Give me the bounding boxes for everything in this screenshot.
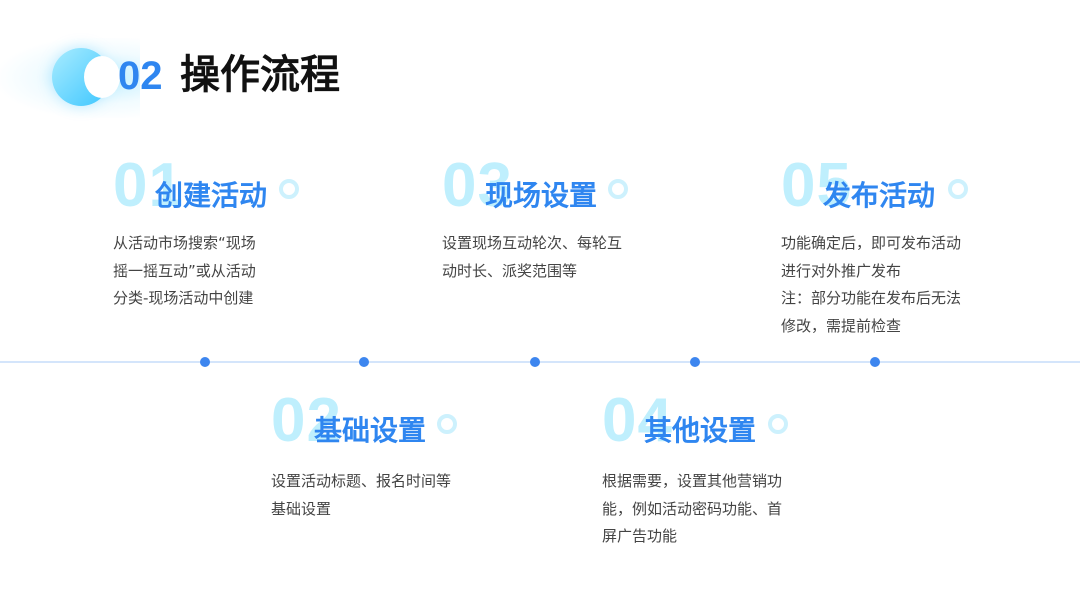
description-line: 摇一摇互动”或从活动	[113, 261, 256, 280]
timeline-dot	[870, 357, 880, 367]
step-description: 功能确定后，即可发布活动 进行对外推广发布 注：部分功能在发布后无法 修改，需提…	[781, 230, 961, 340]
step-number: 01	[113, 151, 184, 220]
ring-icon	[768, 414, 788, 434]
step-title: 发布活动	[823, 179, 936, 212]
step-number: 03	[442, 151, 513, 220]
step-description: 根据需要，设置其他营销功 能，例如活动密码功能、首 屏广告功能	[602, 468, 782, 551]
description-line: 分类-现场活动中创建	[113, 289, 254, 307]
description-line: 进行对外推广发布	[781, 261, 902, 280]
step-description: 设置活动标题、报名时间等 基础设置	[271, 468, 451, 523]
timeline-dot	[200, 357, 210, 367]
description-line: 功能确定后，即可发布活动	[781, 234, 962, 252]
step-title: 现场设置	[485, 179, 598, 212]
ring-icon	[437, 414, 457, 434]
description-line: 注：部分功能在发布后无法	[781, 289, 962, 307]
ring-icon	[279, 179, 299, 199]
step-number: 04	[602, 386, 673, 455]
ring-icon	[608, 179, 628, 199]
ring-icon	[948, 179, 968, 199]
page-title: 操作流程	[180, 52, 340, 98]
description-line: 基础设置	[271, 499, 332, 518]
section-number: 02	[118, 54, 163, 98]
step-number: 05	[781, 151, 852, 220]
crescent-icon	[52, 48, 120, 106]
description-line: 设置现场互动轮次、每轮互	[442, 234, 623, 252]
step-description: 从活动市场搜索“现场 摇一摇互动”或从活动 分类-现场活动中创建	[113, 230, 256, 313]
timeline-dot	[690, 357, 700, 367]
step-title: 创建活动	[155, 179, 268, 212]
timeline-line	[0, 361, 1080, 363]
timeline-dot	[530, 357, 540, 367]
description-line: 屏广告功能	[602, 527, 678, 545]
description-line: 从活动市场搜索“现场	[113, 234, 256, 252]
description-line: 设置活动标题、报名时间等	[271, 472, 452, 490]
step-title: 其他设置	[644, 414, 757, 447]
step-title: 基础设置	[314, 414, 427, 447]
timeline-dot	[359, 357, 369, 367]
description-line: 修改，需提前检查	[781, 316, 902, 335]
description-line: 动时长、派奖范围等	[442, 261, 578, 280]
description-line: 根据需要，设置其他营销功	[602, 472, 783, 490]
description-line: 能，例如活动密码功能、首	[602, 499, 783, 518]
step-number: 02	[271, 386, 342, 455]
step-description: 设置现场互动轮次、每轮互 动时长、派奖范围等	[442, 230, 622, 285]
